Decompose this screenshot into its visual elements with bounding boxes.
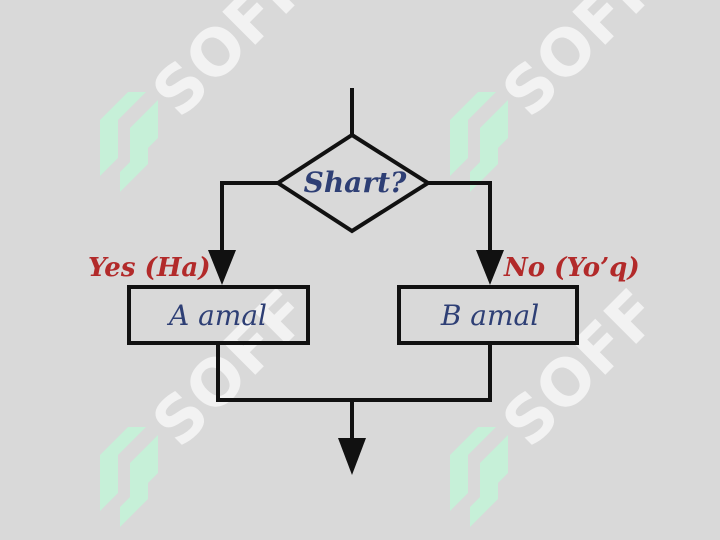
watermark-top-right: SOFF (450, 0, 674, 192)
connector-lines (216, 88, 492, 440)
watermark-top-left: SOFF (100, 0, 324, 192)
soff-logo-icon (100, 92, 158, 192)
yes-branch-label: Yes (Ha) (88, 253, 211, 283)
no-connector (428, 181, 492, 252)
action-b-box (397, 285, 579, 345)
yes-connector (220, 181, 278, 252)
no-branch-label: No (Yo’q) (503, 253, 640, 283)
watermark-text: SOFF (139, 0, 324, 131)
soff-logo-icon (450, 427, 508, 527)
decision-diamond (274, 132, 432, 234)
exit-arrow-icon (338, 438, 366, 475)
soff-logo-icon (450, 92, 508, 192)
no-arrow-icon (476, 250, 504, 285)
arrowheads (208, 250, 504, 475)
action-b-label: B amal (440, 299, 539, 332)
action-a-box (127, 285, 310, 345)
decision-label: Shart? (304, 166, 407, 199)
yes-arrow-icon (208, 250, 236, 285)
soff-logo-icon (100, 427, 158, 527)
watermark-text: SOFF (489, 0, 674, 131)
action-a-label: A amal (166, 299, 267, 332)
